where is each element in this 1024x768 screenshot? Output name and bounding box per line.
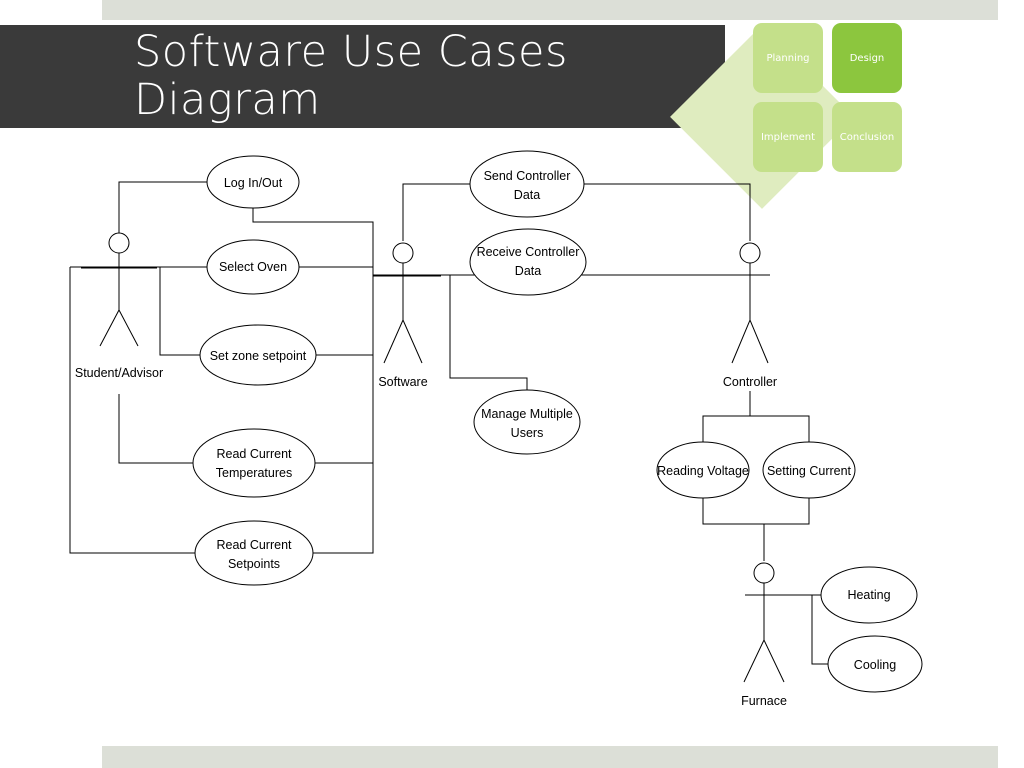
connector-lines (69, 181, 828, 665)
use-case-heating (820, 566, 918, 624)
line-student-zone (159, 267, 200, 356)
use-case-cooling (827, 635, 923, 693)
line-send-controller (584, 183, 751, 241)
line-student-login (118, 181, 208, 233)
actor-software-legs (383, 318, 423, 364)
use-case-set-zone (199, 324, 317, 386)
use-case-read-temps (192, 428, 316, 498)
line-software-manage (449, 275, 528, 390)
use-case-receive-controller (469, 228, 587, 296)
use-case-login (206, 155, 300, 209)
actor-label-student: Student/Advisor (75, 366, 163, 380)
use-case-label-read-temps-2: Temperatures (216, 466, 292, 480)
actor-furnace-head (753, 562, 775, 584)
use-case-label-login: Log In/Out (224, 176, 283, 190)
use-case-label-read-setpoints-1: Read Current (216, 538, 292, 552)
use-case-label-receive-2: Data (515, 264, 541, 278)
use-case-ellipses (192, 150, 923, 693)
nav-tile-conclusion[interactable]: Conclusion (832, 102, 902, 172)
use-case-label-cooling: Cooling (854, 658, 896, 672)
actor-label-furnace: Furnace (741, 694, 787, 708)
use-case-label-send-2: Data (514, 188, 540, 202)
use-case-label-read-setpoints-2: Setpoints (228, 557, 280, 571)
line-furnace-cooling (811, 595, 828, 665)
nav-tile-design[interactable]: Design (832, 23, 902, 93)
use-case-select-oven (206, 239, 300, 295)
use-case-send-controller (469, 150, 585, 218)
use-case-manage-users (473, 389, 581, 455)
use-case-label-reading-voltage: Reading Voltage (657, 464, 749, 478)
nav-tile-implement[interactable]: Implement (753, 102, 823, 172)
nav-tile-planning[interactable]: Planning (753, 23, 823, 93)
line-software-send (402, 183, 470, 241)
use-case-label-read-temps-1: Read Current (216, 447, 292, 461)
actor-software (373, 242, 441, 364)
top-band (102, 0, 998, 20)
bottom-band (102, 746, 998, 768)
use-case-label-heating: Heating (847, 588, 890, 602)
actor-controller-head (739, 242, 761, 264)
use-case-setting-current (762, 441, 856, 499)
actor-student (81, 232, 157, 347)
line-student-temps (118, 394, 193, 464)
actor-student-legs (99, 308, 139, 347)
actor-furnace-legs (743, 638, 785, 683)
use-case-label-manage-2: Users (511, 426, 544, 440)
use-case-label-set-zone: Set zone setpoint (210, 349, 307, 363)
actor-controller (730, 242, 770, 364)
actor-label-software: Software (378, 375, 427, 389)
actor-label-controller: Controller (723, 375, 777, 389)
use-case-label-receive-1: Receive Controller (477, 245, 580, 259)
actor-student-head (108, 232, 130, 254)
actor-software-head (392, 242, 414, 264)
actor-controller-legs (731, 318, 769, 364)
use-case-label-manage-1: Manage Multiple (481, 407, 573, 421)
page-title: Software Use Cases Diagram (134, 28, 714, 124)
title-bar (0, 25, 725, 128)
title-line-1: Software Use Cases (134, 27, 568, 77)
use-case-reading-voltage (656, 441, 750, 499)
use-case-label-select-oven: Select Oven (219, 260, 287, 274)
line-student-setpoints (69, 267, 195, 554)
use-case-label-send-1: Send Controller (484, 169, 571, 183)
actor-furnace (743, 562, 785, 683)
title-line-2: Diagram (134, 75, 321, 125)
use-case-read-setpoints (194, 520, 314, 586)
use-case-label-setting-current: Setting Current (767, 464, 852, 478)
line-software-bus (252, 208, 374, 554)
